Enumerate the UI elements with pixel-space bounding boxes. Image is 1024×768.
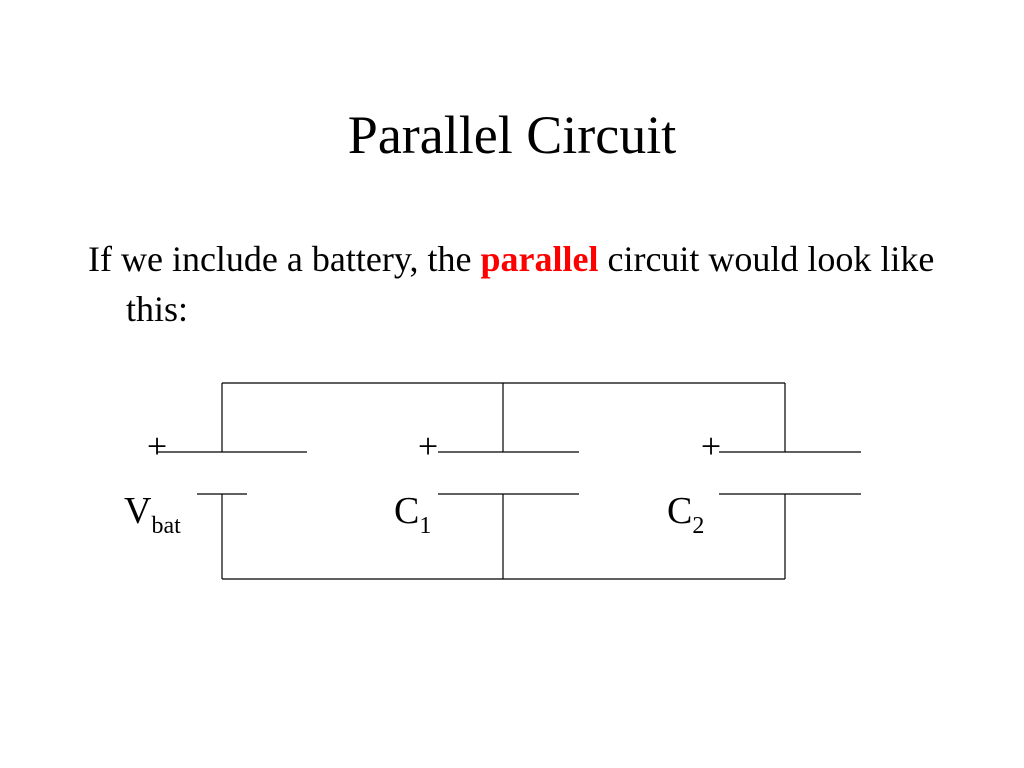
capacitor-2-subscript: 2	[692, 513, 704, 539]
capacitor-1-label: C1	[394, 490, 431, 539]
capacitor-1-subscript: 1	[419, 513, 431, 539]
capacitor-1-plus-sign: +	[418, 426, 438, 466]
capacitor-2-label: C2	[667, 490, 704, 539]
capacitor-2-symbol: C	[667, 490, 692, 532]
battery-branch	[157, 383, 307, 579]
slide-body-text: If we include a battery, the parallel ci…	[88, 234, 946, 334]
capacitor-1-branch	[438, 383, 579, 579]
capacitor-2-branch	[719, 383, 861, 579]
battery-symbol: V	[124, 490, 152, 532]
battery-plus-sign: +	[147, 426, 167, 466]
capacitor-1-symbol: C	[394, 490, 419, 532]
body-text-tail: circuit would look like this:	[126, 239, 935, 329]
battery-subscript: bat	[151, 513, 181, 539]
body-text-lead: If we include a battery, the	[88, 239, 481, 279]
battery-label: Vbat	[124, 490, 181, 539]
highlight-word: parallel	[480, 239, 599, 279]
capacitor-2-plus-sign: +	[701, 426, 721, 466]
slide-title: Parallel Circuit	[347, 105, 677, 165]
